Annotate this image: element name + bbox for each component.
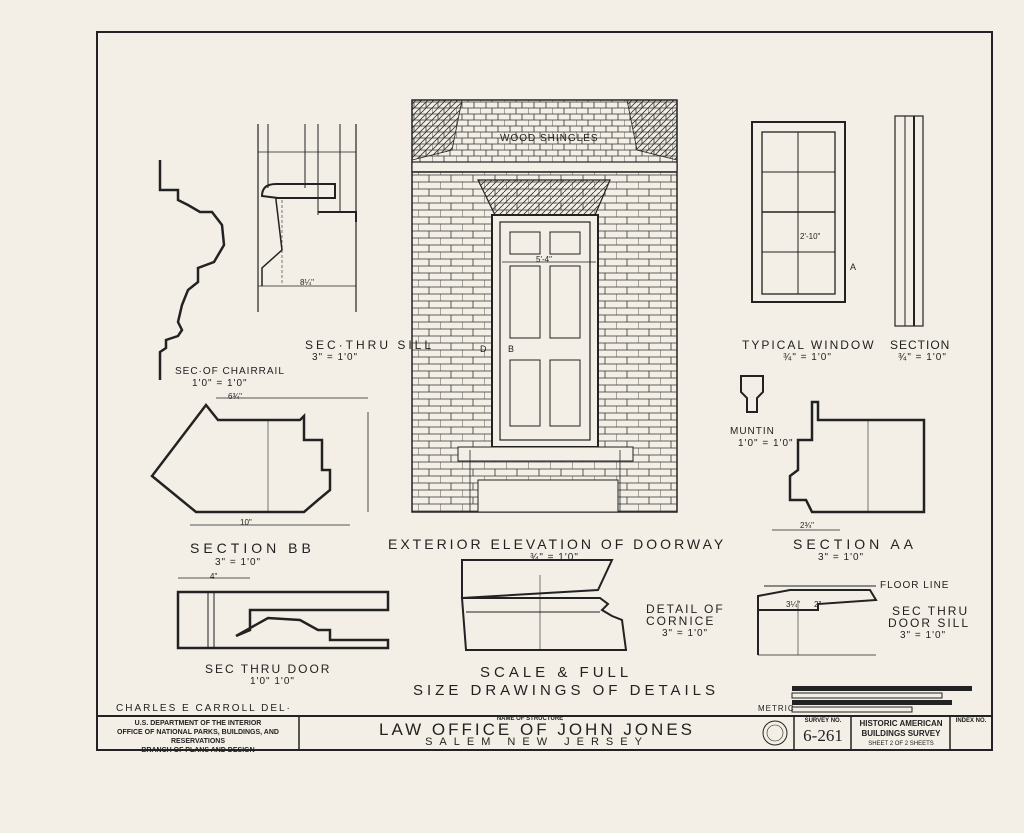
floor-line-label: FLOOR LINE <box>880 580 950 591</box>
index-no-label: INDEX NO. <box>955 718 987 724</box>
section-marker: B <box>508 344 515 354</box>
dim-label: 3¼" <box>786 600 800 609</box>
sec-thru-sill-scale: 3" = 1'0" <box>312 352 359 363</box>
dim-label: 2¾" <box>800 521 814 530</box>
dim-label: 10" <box>240 518 252 527</box>
section-bb-title: SECTION BB <box>190 540 315 556</box>
section-aa-drawing <box>772 400 926 531</box>
outer-border <box>96 31 993 751</box>
detail-of-cornice-line1: DETAIL OF <box>646 602 725 616</box>
muntin-title: MUNTIN <box>730 426 775 437</box>
typical-window <box>751 121 846 303</box>
habs-block: HISTORIC AMERICAN BUILDINGS SURVEY SHEET… <box>853 719 949 749</box>
structure-location: SALEM NEW JERSEY <box>425 736 649 748</box>
seal-icon <box>762 720 788 746</box>
muntin-profile <box>740 375 764 413</box>
sec-thru-door-sill-line2: DOOR SILL <box>888 616 971 630</box>
dim-label: 2'-10" <box>800 232 821 241</box>
survey-no-label: SURVEY NO. <box>804 718 842 724</box>
exterior-elevation-scale: ¾" = 1'0" <box>530 552 579 563</box>
cornice-detail <box>460 559 628 651</box>
size-drawings-title: SIZE DRAWINGS OF DETAILS <box>413 682 720 699</box>
chairrail-profile <box>158 160 226 380</box>
sec-thru-door-title: SEC THRU DOOR <box>205 662 332 676</box>
section-bb-scale: 3" = 1'0" <box>215 557 262 568</box>
section-title: SECTION <box>890 338 951 352</box>
dim-label: 4" <box>210 572 218 581</box>
muntin-scale: 1'0" = 1'0" <box>738 438 794 449</box>
name-of-structure-label: NAME OF STRUCTURE <box>496 716 564 722</box>
section-marker: D <box>480 344 487 354</box>
habs-line-1: HISTORIC AMERICAN <box>859 719 943 728</box>
agency-line-3: BRANCH OF PLANS AND DESIGN <box>141 747 255 754</box>
delineator-credit: CHARLES E CARROLL DEL· <box>116 703 292 714</box>
door-sill-section <box>757 585 878 656</box>
dim-label: 2" <box>814 600 822 609</box>
agency-line-2: OFFICE OF NATIONAL PARKS, BUILDINGS, AND… <box>117 729 279 745</box>
door-section-drawing <box>176 577 390 650</box>
section-aa-title: SECTION AA <box>793 536 918 552</box>
dim-label: 5'-4" <box>536 255 552 264</box>
metric-label: METRIC <box>758 704 795 713</box>
habs-line-2: BUILDINGS SURVEY <box>861 729 941 738</box>
window-section <box>894 115 924 327</box>
agency-line-1: U.S. DEPARTMENT OF THE INTERIOR <box>134 720 262 727</box>
chairrail-title: SEC·OF CHAIRRAIL <box>175 366 285 377</box>
agency-block: U.S. DEPARTMENT OF THE INTERIOR OFFICE O… <box>99 719 297 755</box>
section-aa-scale: 3" = 1'0" <box>818 552 865 563</box>
sec-thru-door-scale: 1'0" 1'0" <box>250 676 295 687</box>
scale-full-title: SCALE & FULL <box>480 664 633 681</box>
sec-thru-sill-title: SEC·THRU SILL <box>305 338 435 352</box>
dim-label: 8¼" <box>300 278 314 287</box>
door-sill-scale: 3" = 1'0" <box>900 630 947 641</box>
exterior-elevation-title: EXTERIOR ELEVATION OF DOORWAY <box>388 536 727 552</box>
sheet-count: SHEET 2 OF 2 SHEETS <box>868 741 934 747</box>
section-marker: A <box>850 262 857 272</box>
wood-shingles-label: WOOD SHINGLES <box>500 133 599 144</box>
cornice-scale: 3" = 1'0" <box>662 628 709 639</box>
section-scale: ¾" = 1'0" <box>898 352 947 363</box>
typical-window-scale: ¾" = 1'0" <box>783 352 832 363</box>
section-bb-drawing <box>150 397 369 526</box>
doorway-elevation <box>411 99 678 513</box>
typical-window-title: TYPICAL WINDOW <box>742 338 876 352</box>
sec-thru-door-sill-line1: SEC THRU <box>892 604 970 618</box>
sill-section-drawing <box>257 124 357 312</box>
graphic-scale <box>791 686 972 713</box>
survey-number: 6-261 <box>803 726 843 745</box>
structure-name: LAW OFFICE OF JOHN JONES <box>379 720 695 739</box>
detail-of-cornice-line2: CORNICE <box>646 614 716 628</box>
dim-label: 6¾" <box>228 392 242 401</box>
chairrail-scale: 1'0" = 1'0" <box>192 378 248 389</box>
